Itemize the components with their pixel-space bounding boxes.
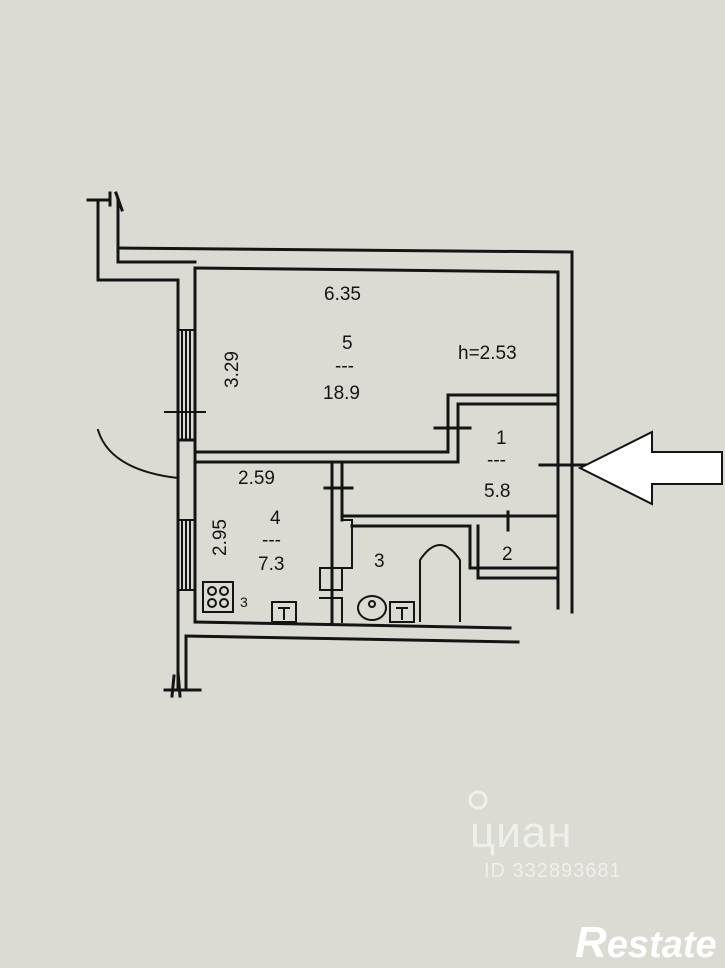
balcony-outline: [96, 428, 180, 480]
listing-id-watermark: ID 332893681: [484, 860, 622, 882]
restate-initial: R: [575, 918, 607, 967]
room1-number: 1: [496, 428, 507, 449]
plumbing-shaft: [319, 519, 353, 623]
room1-divider: ---: [487, 450, 506, 471]
room4-width: 2.59: [238, 468, 275, 489]
room4-depth: 2.95: [210, 519, 231, 556]
restate-logo: Restate: [575, 918, 717, 968]
room3-number: 3: [374, 551, 385, 572]
window-room4: [177, 519, 196, 591]
location-pin-icon: [468, 790, 488, 810]
room4-number: 4: [270, 508, 281, 529]
toilet-icon: [357, 595, 387, 621]
ceiling-height: h=2.53: [458, 343, 517, 364]
room1-area: 5.8: [484, 481, 510, 502]
room5-divider: ---: [335, 356, 354, 377]
cian-watermark: циан: [470, 808, 573, 857]
room5-depth: 3.29: [222, 351, 243, 388]
sink-icon: [389, 601, 415, 623]
outer-walls: [86, 191, 574, 698]
stove-icon: [202, 581, 234, 613]
entrance-arrow-icon: [577, 430, 723, 506]
stove-mark: 3: [240, 594, 248, 610]
room4-divider: ---: [262, 530, 281, 551]
room5-number: 5: [342, 333, 353, 354]
bathtub-icon: [419, 544, 461, 622]
window-room5: [164, 329, 206, 441]
interior-walls: [193, 393, 592, 624]
restate-text: estate: [606, 924, 717, 966]
room4-area: 7.3: [258, 554, 284, 575]
room2-number: 2: [502, 544, 513, 565]
room5-width: 6.35: [324, 284, 361, 305]
room5-area: 18.9: [323, 383, 360, 404]
sink-icon: [271, 601, 297, 623]
